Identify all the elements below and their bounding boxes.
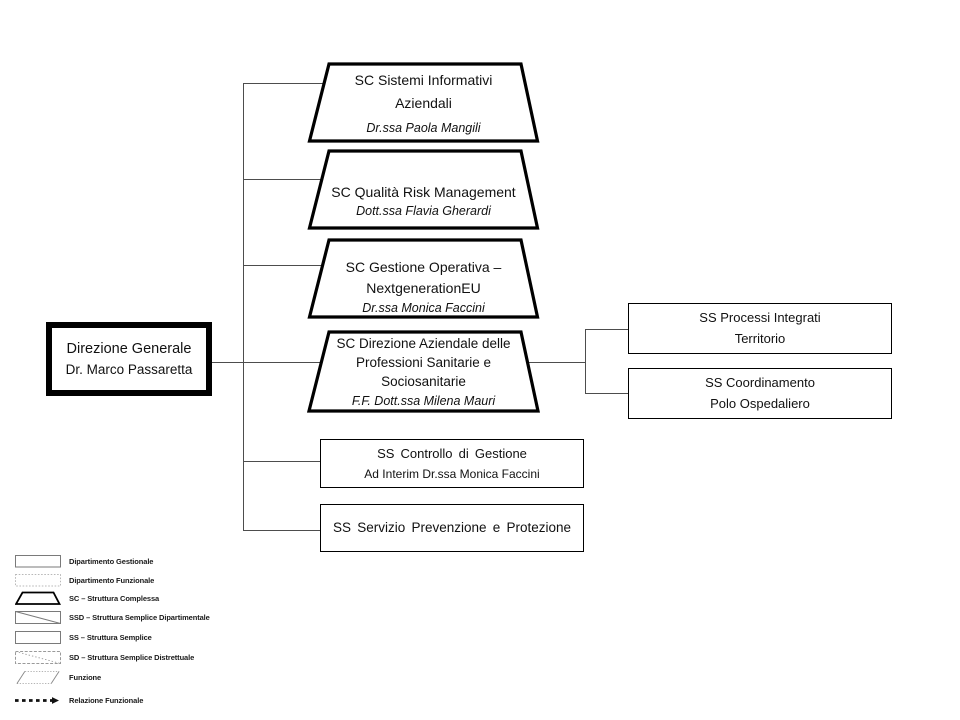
rect-diagonal-icon — [15, 611, 61, 624]
node-ss-servizio-prevenzione: SS Servizio Prevenzione e Protezione — [320, 504, 584, 552]
node-ss-processi-integrati: SS Processi Integrati Territorio — [628, 303, 892, 354]
legend-label: SC – Struttura Complessa — [69, 594, 160, 603]
node-sc-gestione-operativa: SC Gestione Operativa – NextgenerationEU… — [307, 238, 540, 319]
legend-row-dipartimento-funzionale: Dipartimento Funzionale — [15, 573, 154, 588]
connector-trunk — [243, 83, 245, 531]
connector-branch-sistemi — [243, 83, 325, 85]
parallelogram-icon — [16, 670, 60, 685]
node-title: SS Processi Integrati Territorio — [699, 310, 821, 346]
legend-row-sc-struttura-complessa: SC – Struttura Complessa — [15, 591, 159, 606]
node-direzione-generale: Direzione Generale Dr. Marco Passaretta — [46, 322, 212, 396]
legend-row-funzione: Funzione — [15, 670, 101, 685]
legend-row-relazione-funzionale: Relazione Funzionale — [15, 693, 143, 708]
node-title: SC Qualità Risk Management — [331, 183, 516, 200]
node-title: SC Direzione Aziendale delle Professioni… — [336, 336, 511, 390]
connector-branch-gestione — [243, 265, 322, 267]
legend-label: SSD – Struttura Semplice Dipartimentale — [69, 613, 210, 622]
legend-label: SD – Struttura Semplice Distrettuale — [69, 653, 195, 662]
legend-row-ssd-struttura-semplice-dipartimentale: SSD – Struttura Semplice Dipartimentale — [15, 610, 210, 625]
trapezoid-shape — [307, 62, 540, 143]
node-title: SS Controllo di Gestione — [377, 446, 527, 462]
legend-label: Dipartimento Gestionale — [69, 557, 154, 566]
trapezoid-shape — [307, 330, 540, 413]
legend-label: Funzione — [69, 673, 102, 682]
node-title: Direzione Generale — [66, 341, 192, 357]
legend-label: Dipartimento Funzionale — [69, 576, 155, 585]
trapezoid-icon — [15, 591, 61, 605]
node-sc-sistemi-informativi: SC Sistemi Informativi Aziendali Dr.ssa … — [307, 62, 540, 143]
node-person: F.F. Dott.ssa Milena Mauri — [351, 393, 496, 408]
legend-row-ss-struttura-semplice: SS – Struttura Semplice — [15, 630, 152, 645]
connector-branch-servizio — [243, 530, 321, 532]
trapezoid-shape — [307, 238, 540, 319]
connector-root-to-professioni — [212, 362, 320, 364]
connector-branch-processi — [585, 329, 629, 331]
node-title: SC Sistemi Informativi Aziendali — [354, 71, 493, 112]
node-person: Dr.ssa Paola Mangili — [366, 121, 481, 136]
node-ss-coordinamento-polo: SS Coordinamento Polo Ospedaliero — [628, 368, 892, 419]
node-sc-qualita-risk-management: SC Qualità Risk Management Dott.ssa Flav… — [307, 149, 540, 230]
rect-solid-icon — [15, 555, 61, 568]
connector-branch-controllo — [243, 461, 321, 463]
legend-label: Relazione Funzionale — [69, 696, 144, 705]
connector-professioni-right — [527, 362, 586, 364]
legend-label: SS – Struttura Semplice — [69, 633, 152, 642]
connector-right-bracket — [585, 329, 587, 394]
node-person: Dr.ssa Monica Faccini — [362, 300, 485, 315]
rect-thin-icon — [15, 631, 61, 644]
node-person: Dott.ssa Flavia Gherardi — [356, 204, 491, 219]
node-title: SS Coordinamento Polo Ospedaliero — [705, 375, 815, 411]
rect-diagonal-dotted-icon — [15, 651, 61, 664]
connector-branch-coordinamento — [585, 393, 629, 395]
node-person: Ad Interim Dr.ssa Monica Faccini — [364, 466, 540, 481]
node-title: SS Servizio Prevenzione e Protezione — [332, 519, 572, 535]
node-ss-controllo-gestione: SS Controllo di Gestione Ad Interim Dr.s… — [320, 439, 584, 488]
dashed-arrow-icon — [15, 697, 59, 704]
node-title: SC Gestione Operativa – NextgenerationEU — [345, 259, 502, 296]
connector-branch-qualita — [243, 179, 322, 181]
legend-row-dipartimento-gestionale: Dipartimento Gestionale — [15, 554, 153, 569]
node-sc-direzione-professioni: SC Direzione Aziendale delle Professioni… — [307, 330, 540, 413]
legend-row-sd-struttura-semplice-distrettuale: SD – Struttura Semplice Distrettuale — [15, 650, 194, 665]
trapezoid-shape — [307, 149, 540, 230]
legend: Dipartimento Gestionale Dipartimento Fun… — [15, 553, 295, 715]
rect-dotted-icon — [15, 574, 61, 587]
node-person: Dr. Marco Passaretta — [65, 362, 193, 377]
